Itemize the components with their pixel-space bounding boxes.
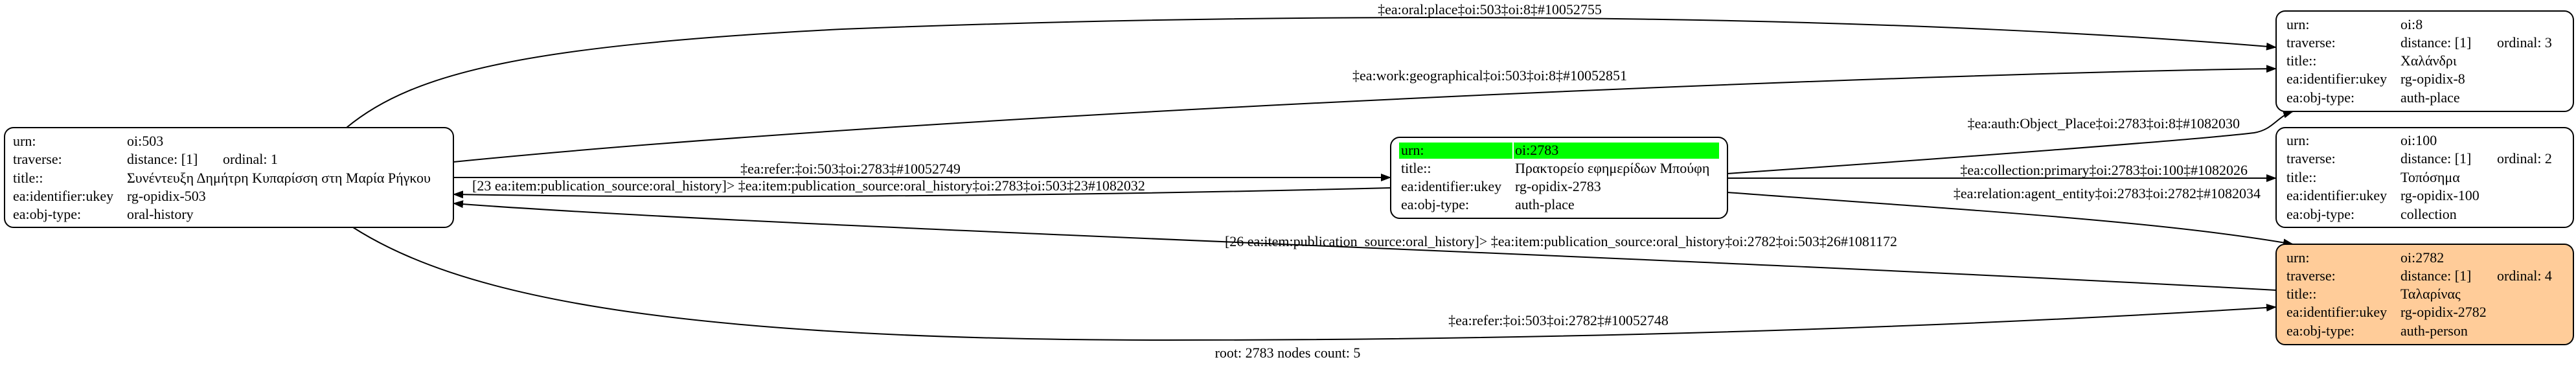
urn-value: oi:2783 — [1515, 142, 1558, 158]
urn-label: urn: — [1401, 142, 1424, 158]
urn-label: urn: — [2286, 249, 2309, 266]
title-value: Χαλάνδρι — [2400, 52, 2457, 69]
ordinal-value: ordinal: 4 — [2497, 268, 2552, 284]
obj-type-label: ea:obj-type: — [1401, 196, 1469, 212]
ukey-label: ea:identifier:ukey — [2286, 187, 2387, 203]
ukey-value: rg-opidix-503 — [127, 188, 206, 204]
obj-type-value: auth-place — [1515, 196, 1575, 212]
distance-value: distance: [1] — [2400, 268, 2471, 284]
edge-label-refer-2782: ‡ea:refer:‡oi:503‡oi:2782‡#10052748 — [1448, 312, 1669, 328]
urn-value: oi:8 — [2400, 16, 2422, 32]
obj-type-value: collection — [2400, 206, 2457, 222]
ordinal-value: ordinal: 1 — [223, 151, 278, 167]
traverse-label: traverse: — [13, 151, 62, 167]
title-value: Τοπόσημα — [2400, 169, 2460, 185]
node-oi-100[interactable]: urn: oi:100 traverse: distance: [1] ordi… — [2275, 127, 2574, 228]
obj-type-value: auth-place — [2400, 89, 2460, 106]
ukey-label: ea:identifier:ukey — [1401, 178, 1501, 194]
traverse-label: traverse: — [2286, 268, 2336, 284]
root-highlight-label-cell — [1399, 143, 1512, 159]
node-oi-2783[interactable]: urn: oi:2783 title:: Πρακτορείο εφημερίδ… — [1390, 137, 1728, 219]
title-value: Ταλαρίνας — [2400, 286, 2461, 302]
title-label: title:: — [1401, 160, 1431, 176]
root-highlight-value-cell — [1514, 143, 1719, 159]
edge-label-work-geographical: ‡ea:work:geographical‡oi:503‡oi:8‡#10052… — [1352, 67, 1627, 84]
traverse-label: traverse: — [2286, 150, 2336, 166]
title-label: title:: — [2286, 169, 2316, 185]
ordinal-value: ordinal: 3 — [2497, 34, 2552, 51]
obj-type-label: ea:obj-type: — [2286, 89, 2354, 106]
title-label: title:: — [2286, 52, 2316, 69]
edge-oral-place[interactable] — [346, 17, 2277, 128]
node-oi-503[interactable]: urn: oi:503 traverse: distance: [1] ordi… — [4, 127, 454, 228]
edge-label-oral-place: ‡ea:oral:place‡oi:503‡oi:8‡#10052755 — [1378, 1, 1602, 17]
title-label: title:: — [2286, 286, 2316, 302]
edge-auth-place[interactable] — [1727, 110, 2294, 174]
distance-value: distance: [1] — [2400, 150, 2471, 166]
edge-label-publication-2782: [26 ea:item:publication_source:oral_hist… — [1225, 233, 1897, 249]
urn-label: urn: — [13, 133, 36, 149]
edge-labels: ‡ea:oral:place‡oi:503‡oi:8‡#10052755 ‡ea… — [472, 1, 2261, 328]
edge-relation[interactable] — [1727, 192, 2294, 247]
title-value: Πρακτορείο εφημερίδων Μπούφη — [1515, 160, 1709, 176]
edge-label-refer-2783: ‡ea:refer:‡oi:503‡oi:2783‡#10052749 — [740, 161, 961, 177]
graph-footer: root: 2783 nodes count: 5 — [1215, 345, 1361, 361]
urn-value: oi:2782 — [2400, 249, 2444, 266]
edge-refer-2782[interactable] — [352, 227, 2277, 341]
edge-label-auth-place: ‡ea:auth:Object_Place‡oi:2783‡oi:8‡#1082… — [1968, 115, 2240, 132]
edge-label-collection: ‡ea:collection:primary‡oi:2783‡oi:100‡#1… — [1960, 162, 2248, 178]
distance-value: distance: [1] — [127, 151, 198, 167]
ordinal-value: ordinal: 2 — [2497, 150, 2552, 166]
edge-publication-2782[interactable] — [453, 200, 2277, 291]
ukey-label: ea:identifier:ukey — [2286, 304, 2387, 320]
edges — [346, 17, 2294, 341]
ukey-value: rg-opidix-8 — [2400, 71, 2465, 87]
obj-type-label: ea:obj-type: — [13, 206, 81, 222]
urn-label: urn: — [2286, 16, 2309, 32]
urn-value: oi:503 — [127, 133, 163, 149]
obj-type-label: ea:obj-type: — [2286, 323, 2354, 339]
urn-value: oi:100 — [2400, 132, 2437, 148]
ukey-value: rg-opidix-2783 — [1515, 178, 1601, 194]
ukey-label: ea:identifier:ukey — [13, 188, 113, 204]
obj-type-value: oral-history — [127, 206, 194, 222]
edge-label-publication-2783: [23 ea:item:publication_source:oral_hist… — [472, 177, 1145, 194]
distance-value: distance: [1] — [2400, 34, 2471, 51]
edge-publication-2783[interactable] — [453, 187, 1391, 199]
node-oi-8[interactable]: urn: oi:8 traverse: distance: [1] ordina… — [2275, 10, 2574, 112]
edge-label-relation: ‡ea:relation:agent_entity‡oi:2783‡oi:278… — [1954, 185, 2261, 201]
ukey-label: ea:identifier:ukey — [2286, 71, 2387, 87]
urn-label: urn: — [2286, 132, 2309, 148]
title-value: Συνέντευξη Δημήτρη Κυπαρίσση στη Μαρία Ρ… — [127, 170, 431, 186]
ukey-value: rg-opidix-100 — [2400, 187, 2479, 203]
obj-type-label: ea:obj-type: — [2286, 206, 2354, 222]
title-label: title:: — [13, 170, 43, 186]
node-oi-2782[interactable]: urn: oi:2782 traverse: distance: [1] ord… — [2275, 244, 2574, 345]
edge-work-geographical[interactable] — [453, 65, 2277, 163]
obj-type-value: auth-person — [2400, 323, 2468, 339]
ukey-value: rg-opidix-2782 — [2400, 304, 2487, 320]
traverse-label: traverse: — [2286, 34, 2336, 51]
